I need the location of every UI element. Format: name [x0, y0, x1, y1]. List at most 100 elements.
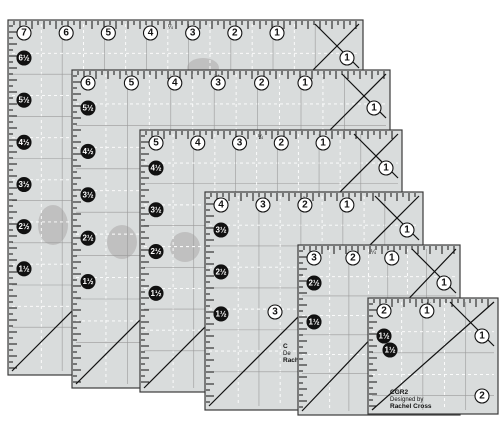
inch-number: 5	[106, 28, 112, 39]
half-inch-number: 6½	[18, 54, 29, 63]
half-inch-number: 4½	[82, 147, 93, 156]
inch-number-circle	[100, 25, 116, 41]
inch-number: 3	[215, 78, 221, 89]
inch-number: 5	[153, 138, 159, 149]
inch-number: 1	[320, 138, 326, 149]
half-inch-number: 1½	[215, 309, 226, 318]
half-inch-number: 5½	[18, 96, 29, 105]
half-inch-circle	[16, 50, 32, 66]
half-inch-number: 1½	[82, 277, 93, 286]
corner-number: 1	[441, 278, 447, 289]
half-inch-circle	[306, 275, 322, 291]
inch-number: 2	[232, 28, 238, 39]
half-inch-number: 2½	[18, 222, 29, 231]
half-inch-circle	[306, 314, 322, 330]
brand-line2: Designed by	[390, 397, 423, 403]
inch-number: 6	[85, 78, 91, 89]
half-inch-circle	[80, 100, 96, 116]
inch-number: 4	[218, 200, 224, 211]
inch-number: 2	[381, 306, 387, 317]
inch-number: 2	[259, 78, 265, 89]
inch-number: 2	[350, 253, 356, 264]
half-inch-circle	[16, 176, 32, 193]
brand-label: CGR2	[390, 389, 408, 396]
corner-number-circle	[474, 388, 490, 404]
half-inch-circle	[80, 230, 96, 246]
inch-number-circle	[254, 75, 270, 91]
diagonal-line	[371, 301, 495, 411]
inch-number-circle	[142, 25, 159, 41]
inch-number-circle	[167, 75, 183, 91]
half-inch-number: 3½	[18, 180, 29, 189]
half-inch-circle	[148, 243, 164, 260]
corner-number: 1	[371, 103, 377, 114]
inch-number-circle	[227, 25, 243, 41]
grip-dot	[38, 205, 68, 245]
inch-number-circle	[419, 303, 435, 319]
quarter-mark: ¼	[168, 25, 174, 31]
rulers-layer: ¼765432116½5½4½3½2½1½¼65432115½4½3½2½1½¼…	[7, 19, 499, 416]
half-inch-number: 3½	[150, 205, 161, 214]
inch-number: 1	[344, 200, 350, 211]
half-inch-circle	[148, 202, 164, 218]
brand-line3: Rachel Cross	[390, 403, 432, 410]
inch-number: 4	[172, 78, 178, 89]
half-inch-circle	[16, 134, 32, 150]
inch-number-circle	[210, 75, 226, 91]
half-inch-circle	[376, 328, 392, 344]
half-inch-number: 1½	[18, 264, 29, 273]
inch-number-circle	[190, 135, 206, 151]
inch-number-circle	[213, 197, 229, 213]
inch-number: 6	[63, 28, 69, 39]
half-inch-number: 1½	[308, 317, 319, 326]
corner-number-circle	[339, 50, 355, 66]
half-inch-circle	[16, 219, 32, 235]
half-inch-number: 3½	[82, 190, 93, 199]
half-inch-circle	[213, 264, 229, 280]
brand-line2: De	[283, 351, 291, 357]
corner-number: 2	[479, 391, 485, 402]
inch-number: 7	[21, 28, 27, 39]
half-inch-number: 2½	[150, 247, 161, 256]
inch-number-circle	[185, 25, 201, 41]
quarter-mark: ¼	[258, 135, 264, 141]
corner-number-circle	[474, 328, 490, 344]
corner-number-circle	[366, 100, 382, 116]
corner-number: 1	[344, 53, 350, 64]
inch-number-circle	[273, 135, 289, 151]
inch-number: 2	[279, 138, 285, 149]
inch-number-circle	[255, 197, 271, 213]
inch-number-circle	[267, 304, 283, 320]
inch-number-circle	[148, 135, 164, 151]
inch-number-circle	[384, 250, 400, 266]
half-inch-circle	[382, 342, 398, 358]
corner-number-circle	[399, 222, 415, 238]
inch-number-circle	[80, 75, 96, 91]
inch-number-circle	[345, 250, 361, 266]
half-inch-number: 1½	[150, 289, 161, 298]
inch-number-circle	[58, 25, 74, 41]
half-inch-number: 4½	[150, 164, 161, 173]
half-inch-number: 1½	[384, 346, 395, 355]
inch-number: 1	[424, 306, 430, 317]
grip-dot	[107, 225, 137, 259]
inch-number: 2	[302, 200, 308, 211]
inch-number: 3	[311, 253, 317, 264]
corner-number-circle	[436, 275, 452, 291]
half-inch-number: 1½	[378, 332, 389, 341]
half-inch-circle	[213, 222, 229, 238]
half-inch-circle	[213, 306, 229, 322]
inch-number: 3	[272, 307, 278, 318]
inch-number-circle	[297, 197, 313, 213]
half-inch-circle	[80, 187, 96, 203]
corner-number: 1	[479, 331, 485, 342]
half-inch-number: 3½	[215, 226, 226, 235]
half-inch-number: 2½	[308, 279, 319, 288]
inch-number: 4	[148, 28, 154, 39]
quarter-mark: ¼	[371, 250, 377, 256]
inch-number: 3	[260, 200, 266, 211]
inch-number: 1	[389, 253, 395, 264]
inch-number-circle	[231, 135, 248, 151]
